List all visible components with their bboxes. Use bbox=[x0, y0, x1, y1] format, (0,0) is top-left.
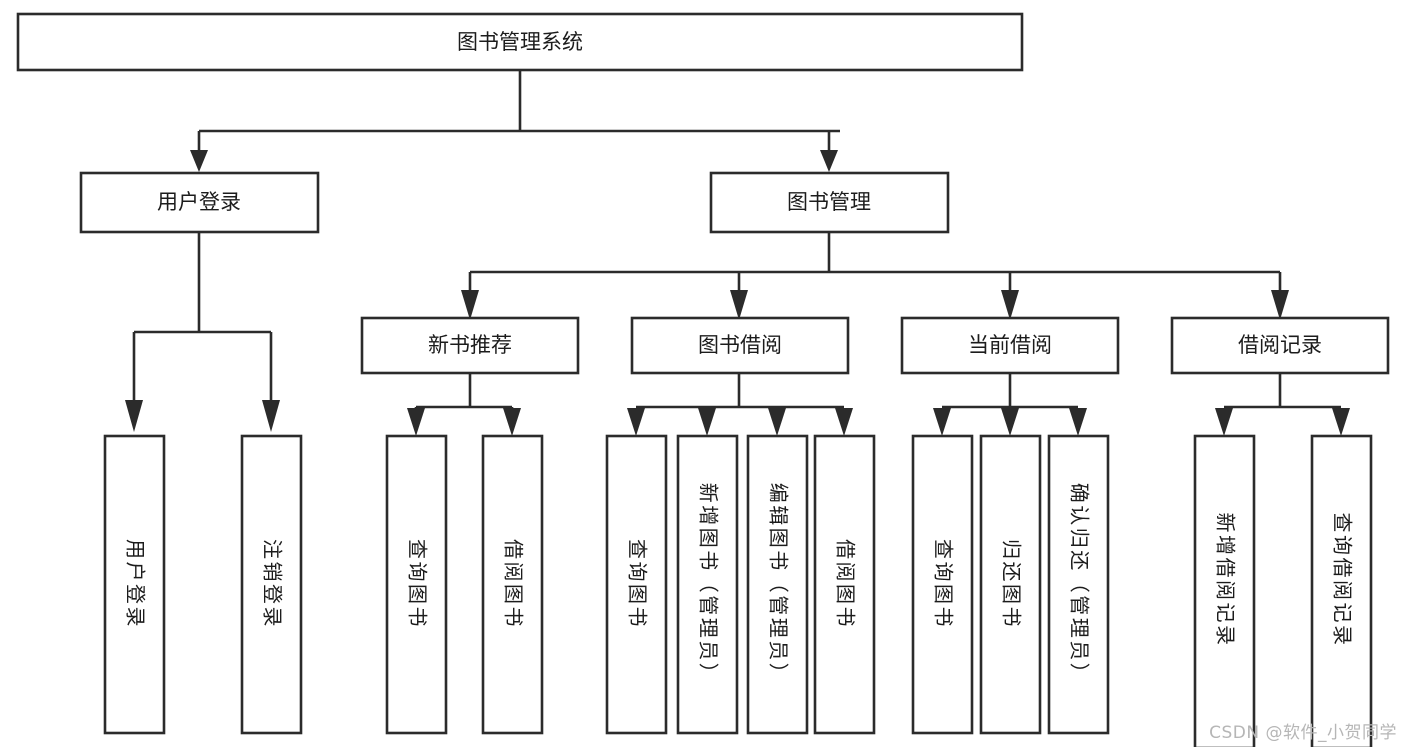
arrow-head-br-leaf-2 bbox=[1332, 408, 1350, 436]
node-new-book-recommend-label: 新书推荐 bbox=[428, 333, 512, 357]
node-root-box[interactable] bbox=[16, 12, 1024, 72]
connector-layer bbox=[125, 70, 1350, 436]
leaf-logout[interactable]: 注销登录 bbox=[240, 434, 303, 735]
leaf-bb-add-book-label: 新增图书（管理员） bbox=[697, 483, 721, 686]
leaf-cb-return-book-label: 归还图书 bbox=[1000, 539, 1024, 629]
leaf-br-query-record-label: 查询借阅记录 bbox=[1331, 513, 1355, 648]
node-current-borrow-label: 当前借阅 bbox=[968, 333, 1052, 357]
node-book-borrow-box[interactable] bbox=[630, 316, 850, 375]
leaf-bb-borrow-book-label: 借阅图书 bbox=[834, 539, 858, 629]
arrow-head-leaf-user-login bbox=[125, 400, 143, 432]
leaf-logout-box[interactable] bbox=[240, 434, 303, 735]
node-borrow-records[interactable]: 借阅记录 bbox=[1170, 316, 1390, 375]
arrow-head-cb-leaf-1 bbox=[933, 408, 951, 436]
leaf-user-login[interactable]: 用户登录 bbox=[103, 434, 166, 735]
node-current-borrow[interactable]: 当前借阅 bbox=[900, 316, 1120, 375]
node-borrow-records-box[interactable] bbox=[1170, 316, 1390, 375]
node-new-book-recommend-box[interactable] bbox=[360, 316, 580, 375]
node-root[interactable]: 图书管理系统 bbox=[16, 12, 1024, 72]
arrow-head-bb-leaf-4 bbox=[835, 408, 853, 436]
leaf-bb-edit-book-box[interactable] bbox=[746, 434, 809, 735]
leaf-bb-add-book-box[interactable] bbox=[676, 434, 739, 735]
node-book-borrow[interactable]: 图书借阅 bbox=[630, 316, 850, 375]
leaf-cb-query-book[interactable]: 查询图书 bbox=[911, 434, 974, 735]
leaf-br-add-record-label: 新增借阅记录 bbox=[1214, 513, 1238, 648]
arrow-head-bb-leaf-3 bbox=[768, 408, 786, 436]
leaf-cb-query-book-label: 查询图书 bbox=[932, 539, 956, 629]
leaf-user-login-box[interactable] bbox=[103, 434, 166, 735]
leaf-bb-borrow-book-box[interactable] bbox=[813, 434, 876, 735]
node-user-login[interactable]: 用户登录 bbox=[79, 171, 320, 234]
arrow-head-cb-leaf-2 bbox=[1001, 408, 1019, 436]
node-current-borrow-box[interactable] bbox=[900, 316, 1120, 375]
leaf-logout-label: 注销登录 bbox=[261, 539, 285, 629]
leaf-bb-borrow-book[interactable]: 借阅图书 bbox=[813, 434, 876, 735]
leaf-cb-confirm-return-box[interactable] bbox=[1047, 434, 1110, 735]
node-book-manage[interactable]: 图书管理 bbox=[709, 171, 950, 234]
node-root-label: 图书管理系统 bbox=[457, 30, 583, 54]
node-book-borrow-label: 图书借阅 bbox=[698, 333, 782, 357]
arrow-head-book-manage bbox=[820, 150, 838, 172]
leaf-bb-query-book[interactable]: 查询图书 bbox=[605, 434, 668, 735]
node-new-book-recommend[interactable]: 新书推荐 bbox=[360, 316, 580, 375]
node-borrow-records-label: 借阅记录 bbox=[1238, 333, 1322, 357]
arrow-head-user-login bbox=[190, 150, 208, 172]
leaf-cb-return-book[interactable]: 归还图书 bbox=[979, 434, 1042, 735]
leaf-cb-confirm-return-label: 确认归还（管理员） bbox=[1068, 483, 1092, 686]
arrow-head-leaf-logout bbox=[262, 400, 280, 432]
leaf-bb-query-book-box[interactable] bbox=[605, 434, 668, 735]
leaf-bb-add-book[interactable]: 新增图书（管理员） bbox=[676, 434, 739, 735]
leaf-br-add-record-box[interactable] bbox=[1193, 434, 1256, 747]
arrow-head-cb-leaf-3 bbox=[1069, 408, 1087, 436]
leaf-nb-borrow-book-label: 借阅图书 bbox=[502, 539, 526, 629]
leaf-cb-query-book-box[interactable] bbox=[911, 434, 974, 735]
arrow-head-br-leaf-1 bbox=[1215, 408, 1233, 436]
leaf-nb-query-book[interactable]: 查询图书 bbox=[385, 434, 448, 735]
arrow-head-nb-leaf-2 bbox=[503, 408, 521, 436]
leaf-user-login-label: 用户登录 bbox=[124, 539, 148, 629]
arrow-head-bb-leaf-1 bbox=[627, 408, 645, 436]
leaf-cb-return-book-box[interactable] bbox=[979, 434, 1042, 735]
leaf-br-query-record[interactable]: 查询借阅记录 bbox=[1310, 434, 1373, 747]
leaf-nb-borrow-book[interactable]: 借阅图书 bbox=[481, 434, 544, 735]
node-user-login-box[interactable] bbox=[79, 171, 320, 234]
arrow-head-current-borrow bbox=[1001, 290, 1019, 320]
arrow-head-nb-leaf-1 bbox=[407, 408, 425, 436]
leaf-nb-query-book-label: 查询图书 bbox=[406, 539, 430, 629]
node-book-manage-box[interactable] bbox=[709, 171, 950, 234]
leaf-bb-edit-book[interactable]: 编辑图书（管理员） bbox=[746, 434, 809, 735]
leaf-br-query-record-box[interactable] bbox=[1310, 434, 1373, 747]
leaf-br-add-record[interactable]: 新增借阅记录 bbox=[1193, 434, 1256, 747]
arrow-head-new-book bbox=[461, 290, 479, 320]
arrow-head-bb-leaf-2 bbox=[698, 408, 716, 436]
leaf-cb-confirm-return[interactable]: 确认归还（管理员） bbox=[1047, 434, 1110, 735]
arrow-head-borrow-record bbox=[1271, 290, 1289, 320]
node-book-manage-label: 图书管理 bbox=[787, 190, 871, 214]
arrow-head-book-borrow bbox=[730, 290, 748, 320]
leaf-bb-edit-book-label: 编辑图书（管理员） bbox=[767, 483, 791, 686]
leaf-nb-borrow-book-box[interactable] bbox=[481, 434, 544, 735]
leaf-bb-query-book-label: 查询图书 bbox=[626, 539, 650, 629]
leaf-nb-query-book-box[interactable] bbox=[385, 434, 448, 735]
node-user-login-label: 用户登录 bbox=[157, 190, 241, 214]
